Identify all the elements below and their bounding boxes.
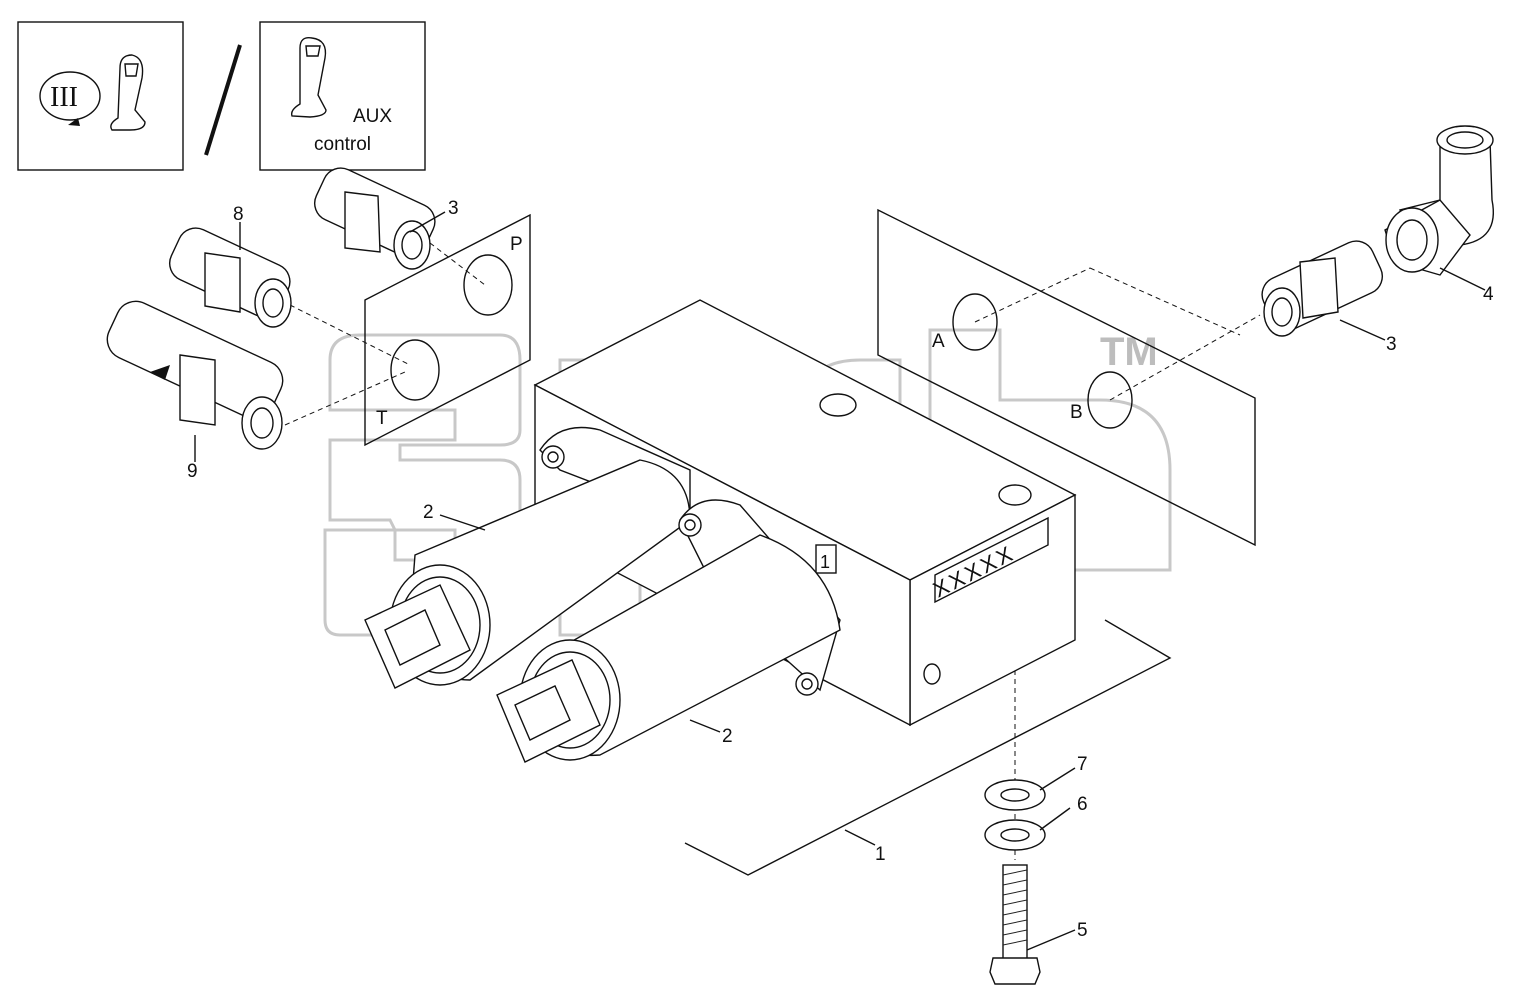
callout-1: 1: [875, 844, 886, 865]
port-plane-right: A B: [877, 208, 1256, 547]
callout-3-left: 3: [448, 198, 459, 219]
legend-box-aux-control: AUX control: [259, 21, 426, 171]
callout-2-lower: 2: [722, 726, 733, 747]
centerlines: [284, 242, 1261, 860]
joystick-handle-icon: [110, 54, 146, 131]
washer-6: [984, 819, 1046, 851]
aux-label: AUX: [353, 106, 392, 127]
callout-3-right: 3: [1386, 334, 1397, 355]
bolt-5: [989, 864, 1041, 985]
callout-5: 5: [1077, 920, 1088, 941]
fitting-adapter-3-left: [314, 167, 436, 270]
control-label: control: [314, 134, 371, 155]
leader-lines: [194, 211, 1486, 951]
callout-4: 4: [1483, 284, 1494, 305]
separator-slash: [204, 44, 242, 156]
stamp-plate: [934, 516, 1049, 604]
solenoid-coil-lower: [496, 499, 841, 763]
callout-6: 6: [1077, 794, 1088, 815]
callout-2-upper: 2: [423, 502, 434, 523]
port-a-label: A: [932, 331, 945, 352]
fitting-adapter-8: [169, 227, 292, 328]
block-number: 1: [820, 552, 830, 572]
solenoid-coil-upper: [364, 426, 691, 689]
port-p-label: P: [510, 234, 523, 255]
port-plane-left: P T: [364, 213, 531, 447]
callout-8: 8: [233, 204, 244, 225]
callout-9: 9: [187, 461, 198, 482]
callout-7: 7: [1077, 754, 1088, 775]
legend-box-joystick: III: [17, 21, 184, 171]
check-valve-9: [106, 300, 284, 450]
roman-numeral-label: III: [50, 82, 78, 113]
assembly-bracket: [684, 619, 1172, 876]
block-number-box: [815, 544, 837, 574]
port-t-label: T: [376, 408, 388, 429]
joystick-handle-icon: [290, 37, 327, 118]
elbow-fitting-4: [1384, 125, 1494, 276]
fitting-adapter-3-right: [1261, 240, 1383, 337]
port-b-label: B: [1070, 402, 1083, 423]
callouts: 1 2 2 3 3 4 5 6 7 8 9: [187, 198, 1494, 941]
washer-7: [984, 779, 1046, 811]
trademark-mark: TM: [1100, 330, 1158, 374]
